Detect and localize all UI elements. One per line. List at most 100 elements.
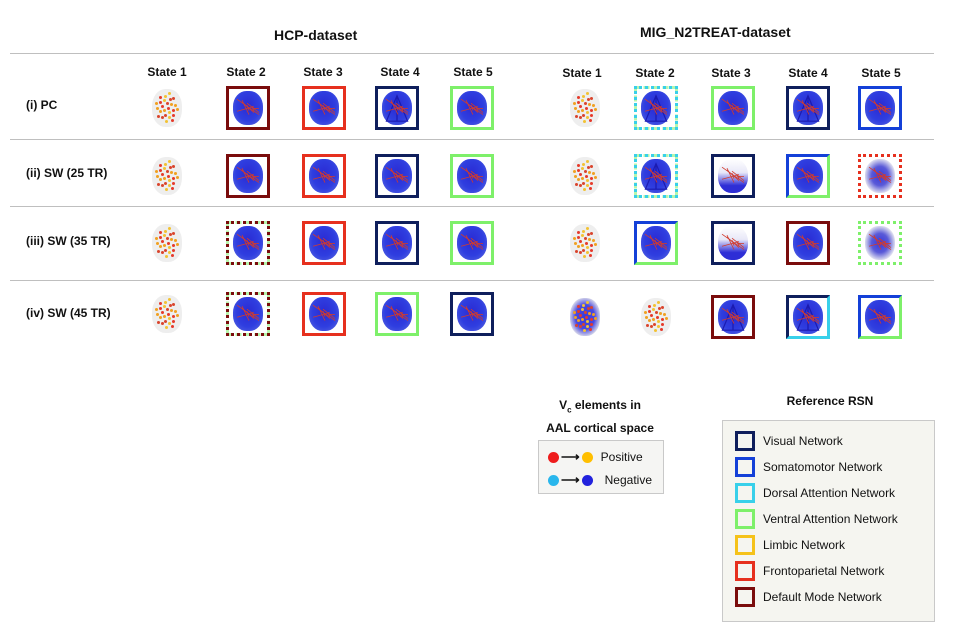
cortical-node-dot (645, 323, 649, 327)
cortical-node-dot (175, 314, 179, 318)
cortical-node-dot (580, 99, 584, 103)
row-label-sw45: (iv) SW (45 TR) (26, 306, 111, 320)
rsn-frame (450, 86, 494, 130)
cortical-node-dot (168, 97, 172, 101)
cortical-node-dot (173, 172, 177, 176)
rsn-frame (450, 221, 494, 265)
cortical-node-dot (169, 170, 173, 174)
cortical-node-dot (165, 307, 169, 311)
cortical-node-dot (167, 106, 171, 110)
cortical-node-dot (159, 178, 163, 182)
cortical-node-dot (657, 319, 661, 323)
cortical-node-dot (586, 306, 590, 310)
cortical-node-dot (589, 328, 593, 332)
rsn-label: Frontoparietal Network (763, 564, 885, 578)
cortical-node-dot (660, 328, 664, 332)
cortical-node-dot (167, 184, 171, 188)
hcp-row1-state3-cell (302, 86, 346, 130)
cortical-node-dot (582, 248, 586, 252)
connectivity-edges (312, 233, 336, 250)
rsn-swatch (735, 561, 755, 581)
cortical-node-dot (171, 254, 175, 258)
cortical-node-dot (175, 243, 179, 247)
cortical-node-dot (585, 184, 589, 188)
hcp-row2-state4-cell (375, 154, 419, 198)
cortical-node-dot (156, 313, 160, 317)
cortical-node-dot (158, 302, 162, 306)
row-divider (10, 139, 934, 140)
cortical-node-dot (160, 173, 164, 177)
connectivity-edges (385, 304, 409, 321)
cortical-node-dot (578, 183, 582, 187)
rsn-legend-item: Dorsal Attention Network (735, 483, 895, 503)
cortical-node-dot (164, 94, 168, 98)
cortical-node-dot (173, 104, 177, 108)
rsn-frame (634, 221, 678, 265)
cortical-node-dot (585, 227, 589, 231)
cortical-node-dot (591, 313, 595, 317)
cortical-node-dot (586, 165, 590, 169)
cortical-node-dot (576, 164, 580, 168)
cortical-node-dot (160, 321, 164, 325)
mig-row2-state5-cell (858, 154, 902, 198)
cortical-node-dot (647, 310, 651, 314)
brain-map (570, 298, 600, 336)
cortical-node-dot (586, 178, 590, 182)
hcp-state-3-header: State 3 (303, 65, 343, 79)
mig-row2-state2-cell (634, 154, 678, 198)
cortical-node-dot (165, 236, 169, 240)
cortical-node-dot (163, 314, 167, 318)
rsn-frame (375, 154, 419, 198)
connectivity-edges (796, 233, 820, 250)
cortical-node-dot (167, 241, 171, 245)
connectivity-edges (796, 303, 820, 331)
connectivity-edges (236, 98, 260, 115)
header-divider (10, 53, 934, 54)
connectivity-edges (721, 98, 745, 115)
cortical-node-dot (167, 227, 171, 231)
cortical-node-dot (167, 298, 171, 302)
rsn-frame (858, 295, 902, 339)
cortical-node-dot (159, 110, 163, 114)
cortical-node-dot (173, 310, 177, 314)
rsn-frame (302, 221, 346, 265)
rsn-frame (634, 86, 678, 130)
brain-map (152, 157, 182, 195)
cortical-node-dot (171, 325, 175, 329)
cortical-node-dot (593, 317, 597, 321)
cortical-node-dot (645, 316, 649, 320)
cortical-node-dot (590, 97, 594, 101)
cortical-node-dot (658, 311, 662, 315)
cortical-node-dot (590, 114, 594, 118)
cortical-node-dot (662, 313, 666, 317)
rsn-swatch (735, 483, 755, 503)
cortical-node-dot (574, 249, 578, 253)
cortical-node-dot (158, 307, 162, 311)
cortical-node-dot (580, 308, 584, 312)
vc-legend-title-line1: Vc elements in (559, 398, 641, 415)
cortical-node-dot (164, 113, 168, 117)
cortical-node-dot (171, 244, 175, 248)
mig-row4-state2-cell (634, 295, 678, 339)
cortical-node-dot (156, 320, 160, 324)
cortical-node-dot (173, 239, 177, 243)
cortical-node-dot (577, 110, 581, 114)
rsn-swatch (735, 457, 755, 477)
cortical-node-dot (653, 303, 657, 307)
cortical-node-dot (160, 183, 164, 187)
cortical-node-dot (585, 116, 589, 120)
rsn-frame (302, 154, 346, 198)
mig-state-1-header: State 1 (562, 66, 602, 80)
cortical-node-dot (578, 105, 582, 109)
cortical-node-dot (591, 104, 595, 108)
cortical-node-dot (156, 107, 160, 111)
cortical-node-dot (577, 178, 581, 182)
cortical-node-dot (172, 182, 176, 186)
rsn-frame (226, 221, 270, 265)
cortical-node-dot (654, 328, 658, 332)
cortical-node-dot (172, 97, 176, 101)
rsn-frame (375, 221, 419, 265)
cortical-node-dot (593, 176, 597, 180)
vc-positive-row: ⟶ Positive (548, 449, 643, 465)
cortical-node-dot (168, 316, 172, 320)
